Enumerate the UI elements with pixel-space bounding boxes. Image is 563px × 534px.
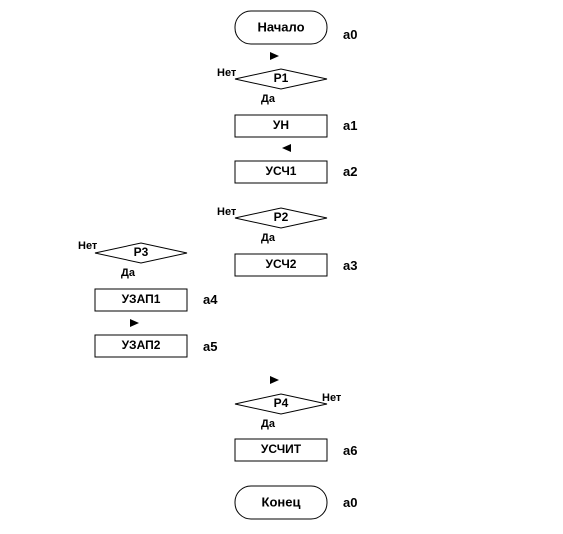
start-terminal-shape <box>234 10 328 45</box>
p1-no-label: Нет <box>217 67 237 79</box>
usch2-label: УСЧ2 <box>266 257 297 271</box>
un-state-label: a1 <box>343 118 357 133</box>
usch2-node: УСЧ2 a3 <box>234 253 357 277</box>
p3-no-label: Нет <box>78 240 98 252</box>
end-label: Конец <box>262 494 301 509</box>
marker-before-uzap2 <box>130 319 139 327</box>
un-label: УН <box>273 118 289 132</box>
p4-yes-label: Да <box>261 418 276 430</box>
end-terminal-shape <box>234 485 328 520</box>
uschit-state-label: a6 <box>343 443 357 458</box>
p2-decision-shape <box>234 207 328 229</box>
end-state-label: a0 <box>343 495 357 510</box>
uschit-process-shape <box>234 438 328 462</box>
marker-before-p4 <box>270 376 279 384</box>
usch1-state-label: a2 <box>343 164 357 179</box>
uzap1-process-shape <box>94 288 188 312</box>
uzap2-state-label: a5 <box>203 339 217 354</box>
p1-label: P1 <box>274 71 289 85</box>
uzap1-label: УЗАП1 <box>122 292 161 306</box>
p2-node: P2 Нет Да <box>217 206 328 244</box>
marker-before-p1 <box>270 52 279 60</box>
usch2-process-shape <box>234 253 328 277</box>
usch1-node: УСЧ1 a2 <box>234 160 357 184</box>
p4-decision-shape <box>234 393 328 415</box>
p4-label: P4 <box>274 396 289 410</box>
p2-label: P2 <box>274 210 289 224</box>
un-process-shape <box>234 114 328 138</box>
end-node: Конец a0 <box>234 485 357 520</box>
p2-no-label: Нет <box>217 206 237 218</box>
p3-decision-shape <box>94 242 188 264</box>
start-node: Начало a0 <box>234 10 357 45</box>
un-node: УН a1 <box>234 114 357 138</box>
p4-node: P4 Нет Да <box>234 392 342 430</box>
uzap1-node: УЗАП1 a4 <box>94 288 218 312</box>
uzap2-process-shape <box>94 334 188 358</box>
marker-before-usch1 <box>282 144 291 152</box>
p3-node: P3 Нет Да <box>78 240 188 279</box>
p2-yes-label: Да <box>261 232 276 244</box>
uzap1-state-label: a4 <box>203 292 218 307</box>
usch1-label: УСЧ1 <box>266 164 297 178</box>
p1-node: P1 Нет Да <box>217 67 328 105</box>
p4-no-label: Нет <box>322 392 342 404</box>
uzap2-node: УЗАП2 a5 <box>94 334 217 358</box>
start-label: Начало <box>257 19 304 34</box>
uschit-node: УСЧИТ a6 <box>234 438 357 462</box>
uschit-label: УСЧИТ <box>261 442 302 456</box>
start-state-label: a0 <box>343 27 357 42</box>
usch2-state-label: a3 <box>343 258 357 273</box>
p3-label: P3 <box>134 245 149 259</box>
usch1-process-shape <box>234 160 328 184</box>
p1-yes-label: Да <box>261 93 276 105</box>
uzap2-label: УЗАП2 <box>122 338 161 352</box>
p3-yes-label: Да <box>121 267 136 279</box>
p1-decision-shape <box>234 68 328 90</box>
